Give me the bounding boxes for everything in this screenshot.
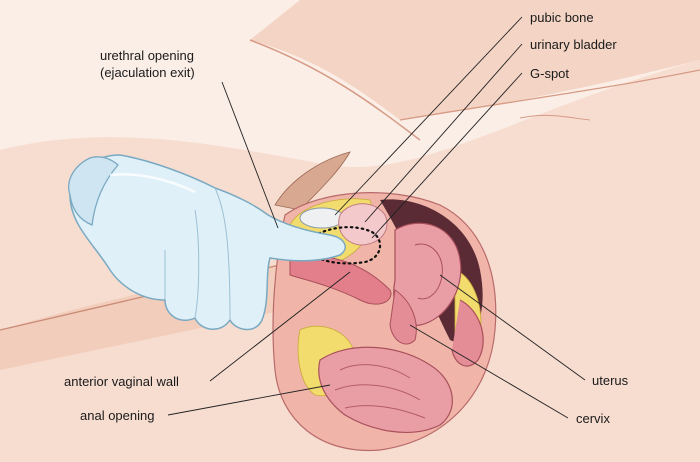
leader-anterior-vaginal-wall (209, 271, 351, 382)
bladder-shape (338, 203, 388, 246)
skin-crease-2 (399, 69, 700, 121)
intestine-coil (451, 299, 484, 367)
rectum-folds (334, 364, 426, 419)
skin-crease-4 (519, 114, 591, 121)
leader-pubic-bone (334, 16, 523, 216)
pubic-hair (274, 151, 351, 211)
label-ejaculation-exit: (ejaculation exit) (100, 65, 195, 80)
label-g-spot: G-spot (530, 66, 569, 81)
label-anal-opening: anal opening (80, 408, 154, 423)
glove-hand (69, 154, 346, 331)
rectum-shape (318, 346, 453, 434)
label-pubic-bone: pubic bone (530, 10, 594, 25)
leader-urinary-bladder (364, 43, 523, 223)
pubic-bone-shape (299, 207, 345, 229)
leader-uterus (439, 274, 586, 381)
glove-cuff (68, 156, 119, 226)
skin-crease (249, 39, 421, 141)
label-urinary-bladder: urinary bladder (530, 37, 617, 52)
cervix-shape (389, 289, 417, 345)
leader-g-spot (371, 72, 523, 239)
skin-thigh-upper (250, 0, 700, 120)
label-uterus: uterus (592, 373, 629, 388)
vaginal-canal (289, 255, 392, 305)
label-cervix: cervix (576, 411, 610, 426)
glove-highlight (109, 173, 196, 194)
leader-anal-opening (167, 384, 331, 416)
label-anterior-vaginal-wall: anterior vaginal wall (64, 374, 179, 389)
leader-cervix (409, 324, 569, 419)
g-spot-dotted-outline (298, 226, 382, 265)
glove-finger-lines (164, 187, 231, 321)
label-urethral-opening: urethral opening (100, 48, 194, 63)
leader-urethral-opening (221, 81, 279, 229)
uterus-inner (414, 243, 443, 300)
